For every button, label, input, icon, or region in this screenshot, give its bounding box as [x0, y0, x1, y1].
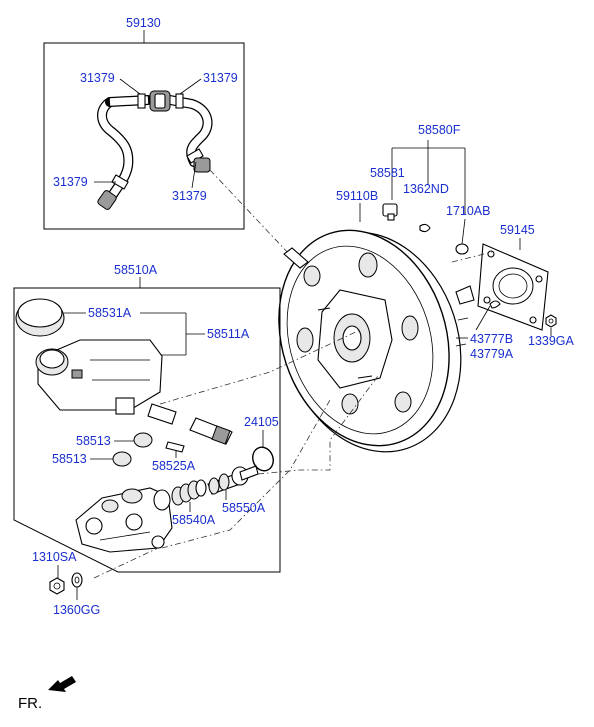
master-cylinder-washer[interactable]: [71, 572, 83, 588]
reservoir-grommet-2[interactable]: [112, 451, 132, 467]
booster-hole-6: [303, 265, 321, 287]
master-cylinder-nut-group: 1310SA 1360GG: [32, 550, 100, 617]
label-58525A[interactable]: 58525A: [152, 459, 196, 473]
label-58540A[interactable]: 58540A: [172, 513, 216, 527]
booster-hole-2: [401, 315, 419, 341]
master-cylinder-body[interactable]: [75, 487, 173, 553]
booster-hole-3: [394, 391, 412, 413]
label-59145[interactable]: 59145: [500, 223, 535, 237]
primary-piston[interactable]: [207, 465, 259, 495]
snap-clip[interactable]: [419, 223, 431, 233]
label-31379-mid-right[interactable]: 31379: [172, 189, 207, 203]
hose-end-left: [97, 190, 117, 210]
label-43777B[interactable]: 43777B: [470, 332, 513, 346]
master-cylinder-nut[interactable]: [49, 577, 65, 595]
reservoir-level-mark: [71, 369, 83, 379]
label-1360GG[interactable]: 1360GG: [53, 603, 100, 617]
booster-hole-4: [341, 393, 359, 415]
connection-line-master-2: [257, 375, 379, 475]
booster-hole-1: [358, 252, 378, 278]
reservoir-outlet: [115, 397, 135, 415]
washer-1710AB[interactable]: [455, 243, 469, 255]
clamp-lower-left[interactable]: [111, 174, 129, 190]
label-59130[interactable]: 59130: [126, 16, 161, 30]
o-ring-24105[interactable]: [249, 444, 276, 473]
gasket-group: 59145: [477, 223, 549, 331]
connection-line-hose: [209, 169, 291, 256]
reservoir-pin[interactable]: [165, 441, 185, 453]
label-58580F[interactable]: 58580F: [418, 123, 461, 137]
front-direction-indicator: FR.: [18, 676, 76, 712]
vacuum-inlet-nipple[interactable]: [283, 247, 309, 269]
label-59110B[interactable]: 59110B: [336, 189, 378, 203]
reservoir-grommet-1[interactable]: [133, 432, 153, 448]
booster-nut-group: 1339GA 43777B 43779A: [456, 300, 575, 361]
booster-mounting-nut[interactable]: [545, 314, 557, 328]
arrow-left-down-icon: [48, 676, 76, 692]
label-24105[interactable]: 24105: [244, 415, 279, 429]
label-58511A[interactable]: 58511A: [207, 327, 250, 341]
label-1339GA[interactable]: 1339GA: [528, 334, 575, 348]
clamp-top-left[interactable]: [137, 93, 146, 109]
vacuum-hose-group: 59130 31379 31379 31379 31379: [43, 16, 245, 230]
label-1362ND[interactable]: 1362ND: [403, 182, 449, 196]
label-31379-mid-left[interactable]: 31379: [53, 175, 88, 189]
connection-line-master-1: [159, 329, 361, 405]
label-58550A[interactable]: 58550A: [222, 501, 266, 515]
brake-booster-group: 58580F 58581 1362ND 59110B 1710AB: [278, 123, 490, 453]
master-cylinder-group: 58510A 58531A 58511A 58513 58513: [13, 263, 281, 573]
label-31379-top-left[interactable]: 31379: [80, 71, 115, 85]
booster-hole-5: [296, 327, 314, 353]
booster-rear-bracket: [455, 285, 475, 305]
label-1310SA[interactable]: 1310SA: [32, 550, 77, 564]
level-sensor-plug[interactable]: [147, 403, 177, 425]
hose-end-right: [193, 157, 211, 173]
label-43779A[interactable]: 43779A: [470, 347, 514, 361]
label-58581[interactable]: 58581: [370, 166, 405, 180]
label-58513-lower[interactable]: 58513: [52, 452, 87, 466]
piston-assembly[interactable]: [171, 479, 207, 506]
connection-line-nut: [93, 547, 159, 579]
brake-fluid-reservoir[interactable]: [37, 339, 163, 411]
connection-line-master-3: [161, 399, 331, 549]
label-31379-top-right[interactable]: 31379: [203, 71, 238, 85]
label-1710AB[interactable]: 1710AB: [446, 204, 490, 218]
retaining-clip[interactable]: [489, 300, 501, 309]
clamp-top-right[interactable]: [175, 93, 184, 109]
fr-label: FR.: [18, 695, 42, 712]
label-58513-upper[interactable]: 58513: [76, 434, 111, 448]
label-58531A[interactable]: 58531A: [88, 306, 132, 320]
label-58510A[interactable]: 58510A: [114, 263, 158, 277]
master-cylinder-box: [13, 287, 281, 573]
hose-box: [43, 42, 245, 230]
